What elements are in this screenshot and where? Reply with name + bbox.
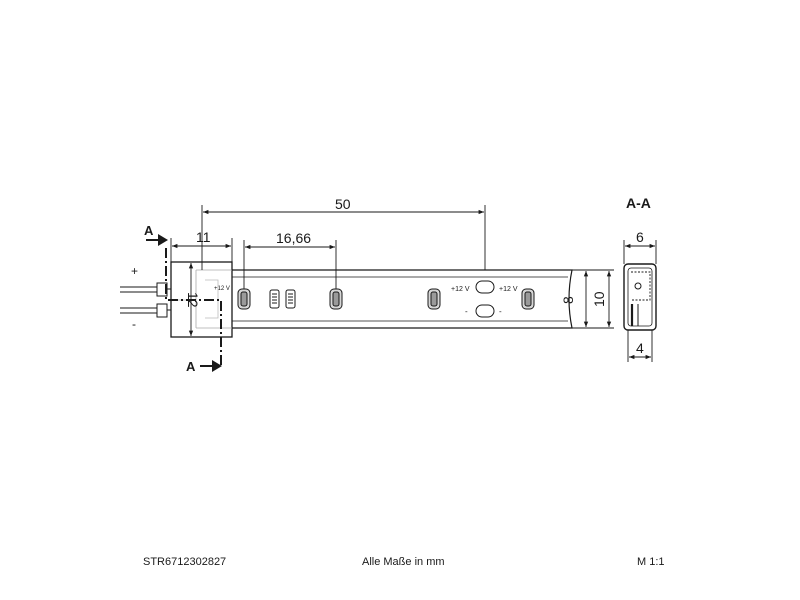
dim-strip-height-inner: 8 <box>560 296 576 304</box>
dim-total-segment: 50 <box>335 196 351 212</box>
dim-connector-height: 12 <box>185 292 201 308</box>
section-marker-top: A <box>144 223 154 238</box>
pad-label-plus: +12 V <box>451 286 470 293</box>
dimension-lines <box>170 205 657 362</box>
led-chip <box>427 288 441 310</box>
pad-label-minus: - <box>499 307 502 316</box>
dim-profile-width-bottom: 4 <box>636 340 644 356</box>
article-number: STR6712302827 <box>143 556 227 568</box>
led-components <box>237 288 535 310</box>
resistor <box>269 289 280 309</box>
led-chip <box>329 288 343 310</box>
section-arrows <box>146 234 222 372</box>
scale-note: M 1:1 <box>637 556 665 568</box>
dim-strip-height-outer: 10 <box>591 291 607 307</box>
cut-pads <box>475 280 495 318</box>
led-chip <box>237 288 251 310</box>
profile-cross-section <box>623 263 657 331</box>
resistor <box>285 289 296 309</box>
section-marker-bottom: A <box>186 359 196 374</box>
cut-pad-minus <box>475 304 495 318</box>
polarity-plus: + <box>131 264 138 278</box>
polarity-minus: - <box>132 317 136 331</box>
dim-profile-width-top: 6 <box>636 229 644 245</box>
connection-wires <box>120 282 171 318</box>
resistors <box>269 289 296 309</box>
pad-label-plus: +12 V <box>214 286 230 292</box>
section-cut-line <box>165 248 222 368</box>
pad-label-plus: +12 V <box>499 286 518 293</box>
led-strip <box>232 269 573 329</box>
wire-minus-terminal <box>156 303 168 318</box>
dim-connector-length: 11 <box>196 229 211 245</box>
dim-led-pitch: 16,66 <box>276 230 311 246</box>
pad-label-minus: - <box>465 307 468 316</box>
units-note: Alle Maße in mm <box>362 556 445 568</box>
cut-pad-plus <box>475 280 495 294</box>
led-chip <box>521 288 535 310</box>
section-view-title: A-A <box>626 195 651 211</box>
